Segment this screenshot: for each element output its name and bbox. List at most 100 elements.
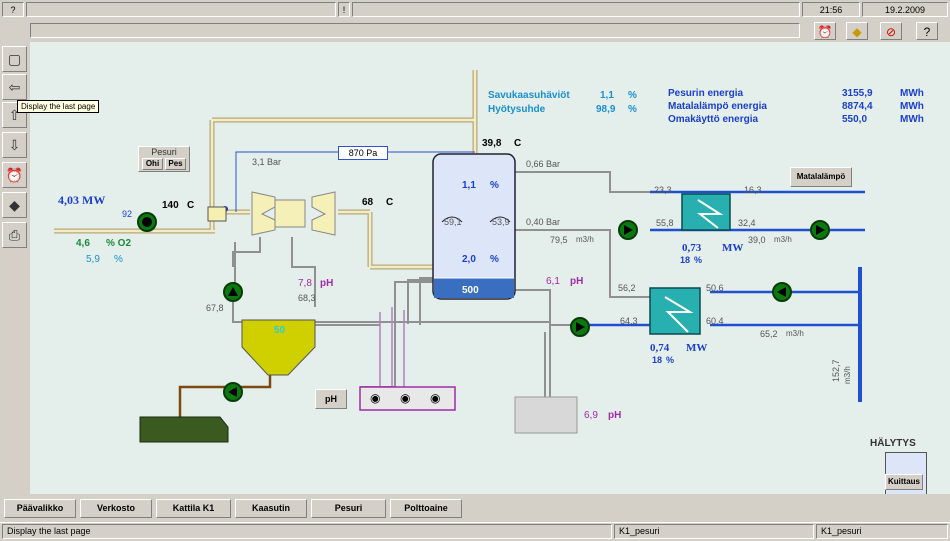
energy-label-1: Pesurin energia: [668, 88, 744, 99]
title-bar: ? ! 21:56 19.2.2009: [0, 0, 950, 21]
ph-right-unit: pH: [570, 276, 584, 287]
tank-level: 50: [274, 325, 286, 336]
hx1-flow-unit: m3/h: [774, 235, 792, 244]
message-field: [26, 2, 336, 17]
sludge-pump-icon[interactable]: [223, 382, 243, 402]
window-icon[interactable]: ▢: [2, 46, 27, 72]
pes-button[interactable]: Pes: [165, 158, 186, 170]
flow-1-unit: m3/h: [576, 235, 594, 244]
ph-bottom-unit: pH: [608, 410, 622, 421]
vertical-flow: 152,7: [831, 359, 841, 382]
temp-after-fan: 68: [362, 197, 374, 208]
flue-loss-label: Savukaasuhäviöt: [488, 90, 570, 101]
value-68-3: 68,3: [298, 293, 316, 303]
hx1-return-pump-icon[interactable]: [810, 220, 830, 240]
dosing-pump-1-icon[interactable]: ◉: [370, 391, 381, 405]
energy-label-2: Matalalämpö energia: [668, 101, 767, 112]
toolbar: ⏰ ◆ ⊘ ?: [0, 20, 950, 43]
nav-kattila[interactable]: Kattila K1: [156, 499, 231, 518]
energy-unit-3: MWh: [900, 114, 924, 125]
pressure-2: 0,40 Bar: [526, 217, 561, 227]
exclaim-indicator: !: [338, 2, 350, 17]
left-toolbar: ▢ ⇦ ⇧ ⇩ ⏰ ◆ ⎙: [0, 42, 31, 494]
acknowledge-button[interactable]: Kuittaus: [885, 474, 923, 490]
nav-paavalikko[interactable]: Päävalikko: [4, 499, 76, 518]
no-sign-icon[interactable]: ⊘: [880, 22, 902, 40]
flue-loss-value: 1,1: [600, 90, 614, 101]
clock-date: 19.2.2009: [862, 2, 948, 17]
hx2-left: 64,3: [620, 316, 638, 326]
ph-top-unit: pH: [320, 278, 334, 289]
ph-button[interactable]: pH: [315, 389, 347, 409]
hx1-power-unit: MW: [722, 242, 744, 254]
energy-unit-2: MWh: [900, 101, 924, 112]
vertical-flow-unit: m3/h: [843, 366, 852, 384]
ph-top: 7,8: [298, 278, 312, 289]
scrubber-val2: 2,0: [462, 254, 476, 265]
pesuri-panel: Pesuri Ohi Pes: [138, 146, 190, 172]
ohi-button[interactable]: Ohi: [142, 158, 163, 170]
hx2-pct-unit: %: [666, 355, 675, 365]
value-67-8: 67,8: [206, 303, 224, 313]
moisture-value: 5,9: [86, 254, 100, 265]
bottom-navigation: Päävalikko Verkosto Kattila K1 Kaasutin …: [0, 494, 950, 522]
hx1-left: 55,8: [656, 218, 674, 228]
hx2-flow-unit: m3/h: [786, 329, 804, 338]
temp-in: 140: [162, 200, 179, 211]
temp-top: 39,8: [482, 138, 502, 149]
hx2-power: 0,74: [650, 342, 670, 354]
pressure-1: 0,66 Bar: [526, 159, 561, 169]
nav-kaasutin[interactable]: Kaasutin: [235, 499, 307, 518]
nav-verkosto[interactable]: Verkosto: [80, 499, 152, 518]
status-bar: Display the last page K1_pesuri K1_pesur…: [0, 522, 950, 541]
pressure-diff-box[interactable]: 870 Pa: [338, 146, 388, 160]
hx2-pump-icon[interactable]: [570, 317, 590, 337]
nav-pesuri[interactable]: Pesuri: [311, 499, 386, 518]
help-icon[interactable]: ?: [916, 22, 938, 40]
status-page-2: K1_pesuri: [816, 524, 948, 539]
temp-top-unit: C: [514, 138, 522, 149]
energy-value-1: 3155,9: [842, 88, 873, 99]
pump-speed: 92: [122, 209, 133, 219]
dosing-pump-3-icon[interactable]: ◉: [430, 391, 441, 405]
flue-gas-pump-icon[interactable]: [137, 212, 157, 232]
scrubber-gauge1: 59,1: [444, 217, 462, 227]
hx1-pct-unit: %: [694, 255, 703, 265]
ph-right: 6,1: [546, 276, 560, 287]
warning-icon[interactable]: ◆: [846, 22, 868, 40]
hx1-pump-icon[interactable]: [618, 220, 638, 240]
nav-polttoaine[interactable]: Polttoaine: [390, 499, 462, 518]
energy-unit-1: MWh: [900, 88, 924, 99]
scrubber-level: 500: [462, 285, 479, 296]
hx1-power: 0,73: [682, 242, 702, 254]
hx2-pct: 18: [652, 355, 663, 365]
hx1-in: 23,3: [654, 185, 672, 195]
process-canvas: ◉ ◉ ◉ Savukaasuhäviöt 1,1 % Hyötysuhde 9…: [30, 42, 950, 498]
efficiency-label: Hyötysuhde: [488, 104, 546, 115]
alarm-line: [352, 2, 800, 17]
help-button[interactable]: ?: [2, 2, 24, 17]
matalalampo-button[interactable]: Matalalämpö: [790, 167, 852, 187]
hx1-out: 16,3: [744, 185, 762, 195]
scrubber-gauge2: 53,9: [492, 217, 510, 227]
alarm-clock-icon[interactable]: ⏰: [2, 162, 27, 188]
hx2-out: 50,6: [706, 283, 724, 293]
toolbar-field: [30, 23, 800, 38]
hx2-in: 56,2: [618, 283, 636, 293]
down-arrow-icon[interactable]: ⇩: [2, 132, 27, 158]
dosing-pump-2-icon[interactable]: ◉: [400, 391, 411, 405]
energy-value-2: 8874,4: [842, 101, 873, 112]
back-arrow-icon[interactable]: ⇦: [2, 74, 27, 100]
circulation-pump-up-icon[interactable]: [223, 282, 243, 302]
printer-icon[interactable]: ⎙: [2, 222, 27, 248]
fan-pressure: 3,1 Bar: [252, 157, 282, 167]
hx2-return-pump-icon[interactable]: [772, 282, 792, 302]
alarm-clock-icon[interactable]: ⏰: [814, 22, 836, 40]
scrubber-val2-unit: %: [490, 254, 499, 265]
clock-time: 21:56: [802, 2, 860, 17]
o2-unit: % O2: [106, 238, 132, 249]
hx1-right: 32,4: [738, 218, 756, 228]
energy-label-3: Omakäyttö energia: [668, 114, 759, 125]
warning-diamond-icon[interactable]: ◆: [2, 192, 27, 218]
efficiency-value: 98,9: [596, 104, 616, 115]
